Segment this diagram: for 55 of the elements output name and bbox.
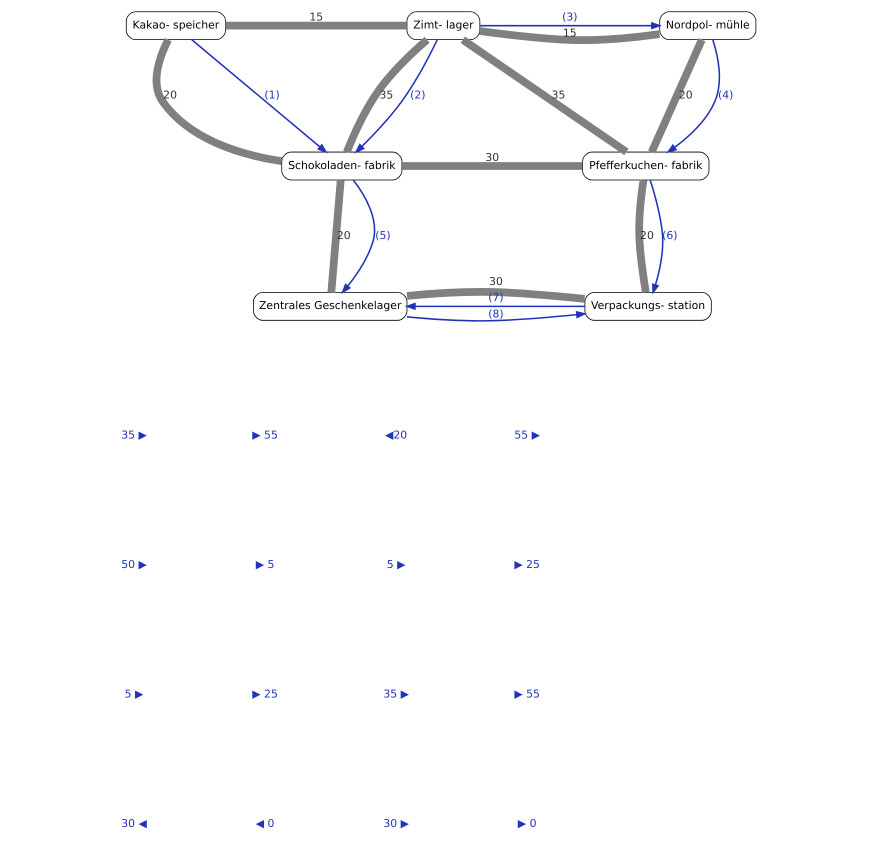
connector: [402, 162, 582, 170]
connector: [343, 36, 430, 154]
label: 50 ▶: [121, 558, 147, 572]
edge-label: 15: [562, 26, 577, 40]
edge-label: (5): [375, 229, 391, 242]
label: ▶ 55: [514, 688, 540, 701]
label: 5 ▶: [386, 558, 406, 572]
connector: [226, 22, 407, 30]
arrow: [666, 40, 720, 154]
label: 35 ▶: [121, 428, 147, 442]
arrow: [191, 39, 328, 154]
node-box: Pfefferkuchen- fabrik: [582, 152, 710, 180]
label: ◀20: [385, 428, 408, 442]
edge-label: (6): [662, 229, 678, 242]
node-box: Nordpol- mühle: [659, 11, 756, 40]
arrow: [649, 180, 664, 295]
edge-label: (3): [562, 10, 578, 24]
label: ▶ 25: [252, 688, 278, 701]
label: ◀ 0: [256, 817, 274, 830]
node-box: Zimt- lager: [406, 11, 480, 40]
arrow: [406, 310, 587, 322]
arrow: [404, 302, 585, 310]
node-box: Verpackungs- station: [584, 292, 712, 321]
edge-label: (1): [264, 88, 280, 102]
label: ▶ 5: [256, 558, 274, 572]
node-box: Schokoladen- fabrik: [281, 152, 402, 180]
arrow: [480, 22, 662, 30]
arrow: [341, 180, 376, 294]
label: ▶ 0: [518, 817, 537, 830]
node-box: Kakao- speicher: [126, 11, 226, 40]
connector: [460, 36, 629, 156]
edge-label: 20: [163, 88, 177, 102]
label: 55 ▶: [514, 428, 540, 442]
connector: [327, 180, 345, 293]
edge-label: 30: [485, 150, 500, 164]
label: ▶ 55: [252, 428, 278, 442]
edge-label: 30: [489, 274, 503, 288]
connector: [648, 38, 706, 154]
edge-label: 15: [309, 10, 324, 24]
label: 30 ◀: [121, 817, 147, 830]
node-box: Zentrales Geschenkelager: [253, 292, 408, 321]
label: 35 ▶: [383, 688, 409, 701]
connector: [635, 180, 650, 293]
edge-label: 35: [380, 88, 394, 102]
connector: [406, 288, 585, 303]
edge-label: (2): [410, 88, 426, 102]
arrow: [354, 39, 438, 154]
label: 30 ▶: [383, 817, 409, 830]
label: 5 ▶: [124, 688, 144, 701]
label: ▶ 25: [514, 558, 540, 572]
edge-label: 35: [552, 88, 566, 102]
connector: [480, 27, 660, 44]
connector: [152, 38, 282, 166]
edge-label: (8): [488, 307, 504, 320]
edge-label: (4): [718, 88, 734, 102]
